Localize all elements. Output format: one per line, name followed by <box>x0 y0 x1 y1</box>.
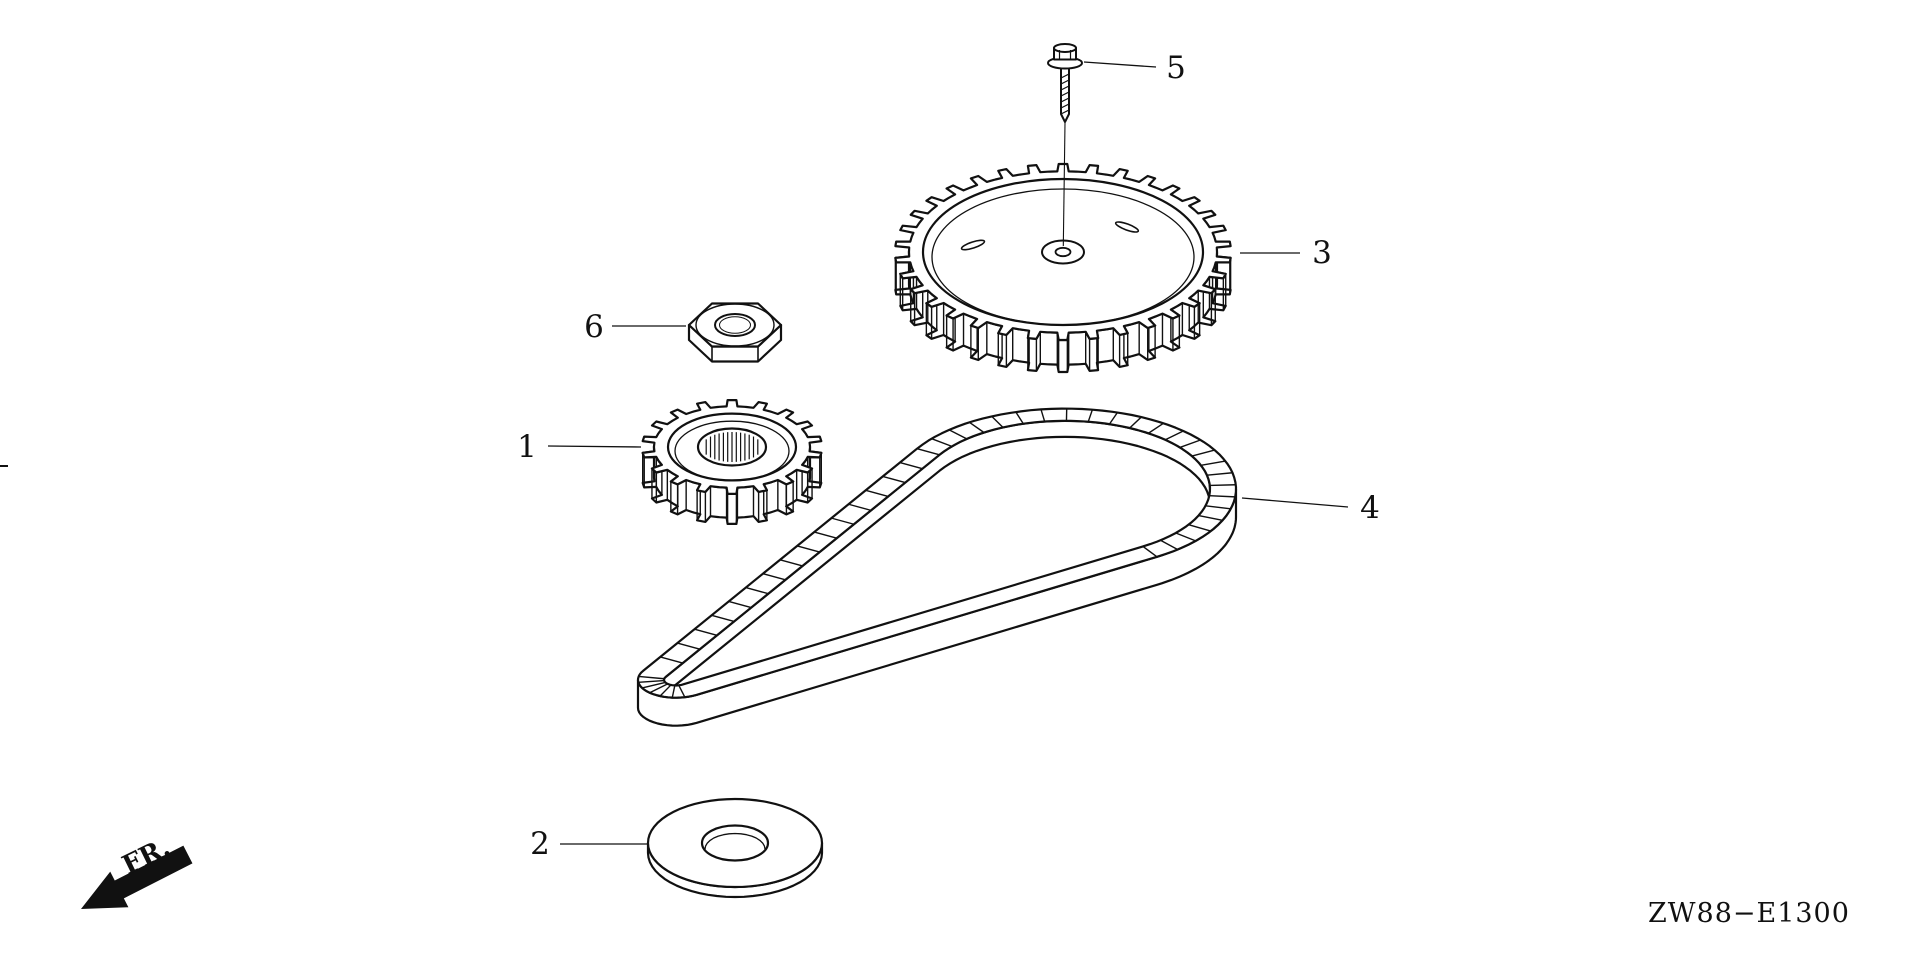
diagram-code: ZW88−E1300 <box>1648 898 1850 929</box>
callout-1: 1 <box>517 429 537 465</box>
washer-drawing <box>646 797 824 899</box>
callout-2: 2 <box>530 826 550 862</box>
callout-4: 4 <box>1360 490 1380 526</box>
fr-direction-marker: FR. <box>80 833 193 909</box>
fr-arrow-icon <box>80 845 193 909</box>
leader-line-4 <box>1241 497 1349 508</box>
callout-6: 6 <box>584 309 604 345</box>
hex-nut-drawing <box>687 302 783 363</box>
leader-line-1 <box>547 445 642 448</box>
flange-bolt-drawing <box>1047 43 1083 247</box>
leader-line-5 <box>1083 61 1157 68</box>
callout-3: 3 <box>1312 235 1332 271</box>
callout-labels: 1 2 3 4 5 6 <box>517 50 1380 862</box>
timing-pulley-driven-drawing <box>894 162 1232 374</box>
callout-5: 5 <box>1166 50 1186 86</box>
timing-belt-drawing <box>636 407 1238 727</box>
timing-pulley-drive-drawing <box>641 399 823 525</box>
